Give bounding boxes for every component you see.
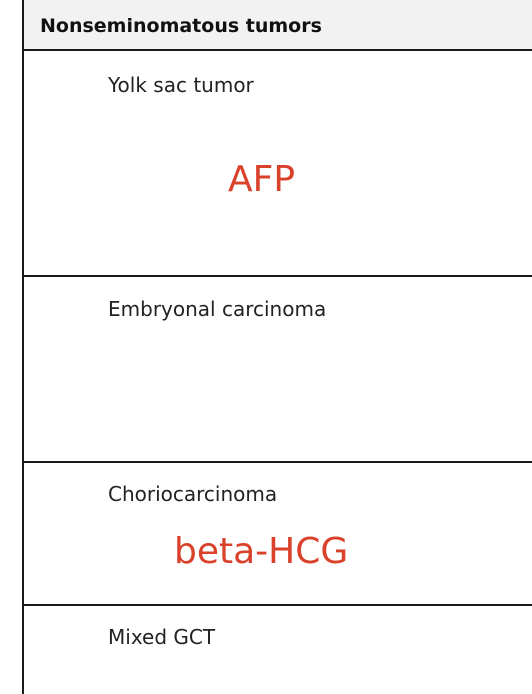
tumor-marker-value: AFP (228, 159, 296, 200)
tumor-marker-value: beta-HCG (174, 531, 349, 572)
row-yolk-sac-tumor: Yolk sac tumor AFP (24, 51, 532, 277)
row-label: Embryonal carcinoma (108, 297, 327, 321)
table-left-border (22, 0, 24, 694)
row-embryonal-carcinoma: Embryonal carcinoma (24, 277, 532, 463)
row-label: Choriocarcinoma (108, 482, 278, 506)
table-header: Nonseminomatous tumors (24, 0, 532, 51)
table-header-title: Nonseminomatous tumors (40, 15, 322, 37)
row-mixed-gct: Mixed GCT (24, 606, 532, 694)
row-label: Mixed GCT (108, 625, 216, 649)
row-label: Yolk sac tumor (108, 73, 254, 97)
row-choriocarcinoma: Choriocarcinoma beta-HCG (24, 463, 532, 606)
